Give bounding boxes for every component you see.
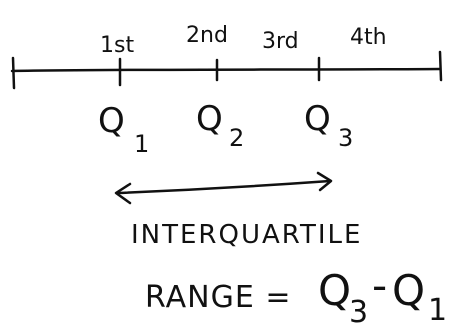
right-end-tick xyxy=(438,50,443,82)
number-line xyxy=(10,67,442,73)
left-end-tick xyxy=(11,56,16,90)
q2-letter: Q xyxy=(196,99,223,139)
label-2nd: 2nd xyxy=(186,23,228,48)
caption-range-equals: RANGE = xyxy=(145,280,291,315)
formula-q-a: Q xyxy=(318,266,351,315)
q3-letter: Q xyxy=(304,99,331,139)
label-1st: 1st xyxy=(100,33,134,58)
q1-subscript: 1 xyxy=(134,130,149,158)
formula-sub-a: 3 xyxy=(349,295,368,330)
q1-letter: Q xyxy=(98,101,125,141)
formula-q-b: Q xyxy=(392,266,425,315)
caption-formula: RANGE = Q 3 - Q 1 xyxy=(145,261,447,330)
iqr-arrow-right-head xyxy=(316,171,333,192)
iqr-arrow-shaft xyxy=(116,179,332,195)
q2-subscript: 2 xyxy=(229,124,244,152)
q3-subscript: 3 xyxy=(338,124,353,152)
label-3rd: 3rd xyxy=(262,29,299,54)
iqr-arrow-left-head xyxy=(114,182,132,205)
caption-interquartile: INTERQUARTILE xyxy=(131,220,362,250)
formula-sub-b: 1 xyxy=(428,293,447,328)
label-4th: 4th xyxy=(350,25,387,50)
formula-minus: - xyxy=(372,261,387,310)
